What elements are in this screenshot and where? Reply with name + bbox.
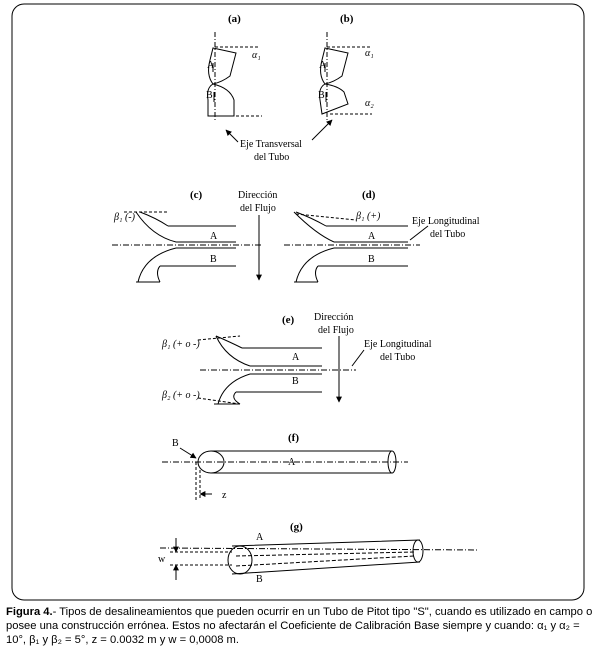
panel-d: (d) β₁ (+) A B [284, 189, 420, 283]
figure-caption: Figura 4.- Tipos de desalineamientos que… [6, 605, 598, 647]
a-label-B: B [206, 90, 213, 101]
f-label-A: A [288, 457, 296, 468]
a-alpha1: α₁ [252, 50, 261, 61]
e-beta2: β₂ (+ o -) [161, 390, 200, 401]
g-w: w [158, 554, 166, 565]
b-alpha2: α₂ [365, 98, 374, 109]
eje-longitudinal-e-1: Eje Longitudinal [364, 339, 432, 350]
c-label-B: B [210, 254, 217, 265]
caption-text: - Tipos de desalineamientos que pueden o… [6, 606, 593, 646]
direccion-flujo-c-2: del Flujo [240, 203, 276, 214]
panel-c: (c) β₁ (-) A B [112, 189, 262, 283]
c-label-A: A [210, 231, 218, 242]
b-label-B: B [318, 90, 325, 101]
panel-f-label: (f) [288, 432, 299, 444]
d-label-A: A [368, 231, 376, 242]
panel-b-label: (b) [340, 13, 354, 25]
f-label-B: B [172, 438, 179, 449]
eje-transversal-line1: Eje Transversal [240, 139, 302, 150]
g-label-A: A [256, 532, 264, 543]
b-alpha1: α₁ [365, 48, 374, 59]
eje-longitudinal-e-2: del Tubo [380, 352, 415, 363]
panel-f: (f) B A z [162, 432, 408, 501]
panel-g-label: (g) [290, 521, 303, 533]
c-beta1: β₁ (-) [113, 212, 136, 223]
panel-c-label: (c) [190, 189, 203, 201]
outer-frame [11, 3, 585, 601]
panel-a-label: (a) [228, 13, 241, 25]
d-label-B: B [368, 254, 375, 265]
panel-a: (a) A B α₁ [206, 13, 262, 143]
eje-longitudinal-d-2: del Tubo [430, 229, 465, 240]
e-beta1: β₁ (+ o -) [161, 339, 200, 350]
g-label-B: B [256, 574, 263, 585]
direccion-flujo-e-2: del Flujo [318, 325, 354, 336]
panel-g: (g) w A B [158, 521, 479, 585]
a-label-A: A [207, 60, 215, 71]
b-label-A: A [319, 60, 327, 71]
e-label-A: A [292, 352, 300, 363]
d-beta1: β₁ (+) [355, 211, 381, 222]
caption-figure-number: Figura 4. [6, 606, 53, 618]
panel-b: (b) A B α₁ α₂ [311, 13, 374, 141]
direccion-flujo-c-1: Dirección [238, 190, 277, 201]
panel-e-label: (e) [282, 314, 295, 326]
direccion-flujo-e-1: Dirección [314, 312, 353, 323]
e-label-B: B [292, 376, 299, 387]
eje-transversal-line2: del Tubo [254, 152, 289, 163]
panel-d-label: (d) [362, 189, 376, 201]
f-z: z [222, 490, 227, 501]
eje-longitudinal-d-1: Eje Longitudinal [412, 216, 480, 227]
panel-e: (e) β₁ (+ o -) β₂ (+ o -) A B [161, 314, 356, 405]
